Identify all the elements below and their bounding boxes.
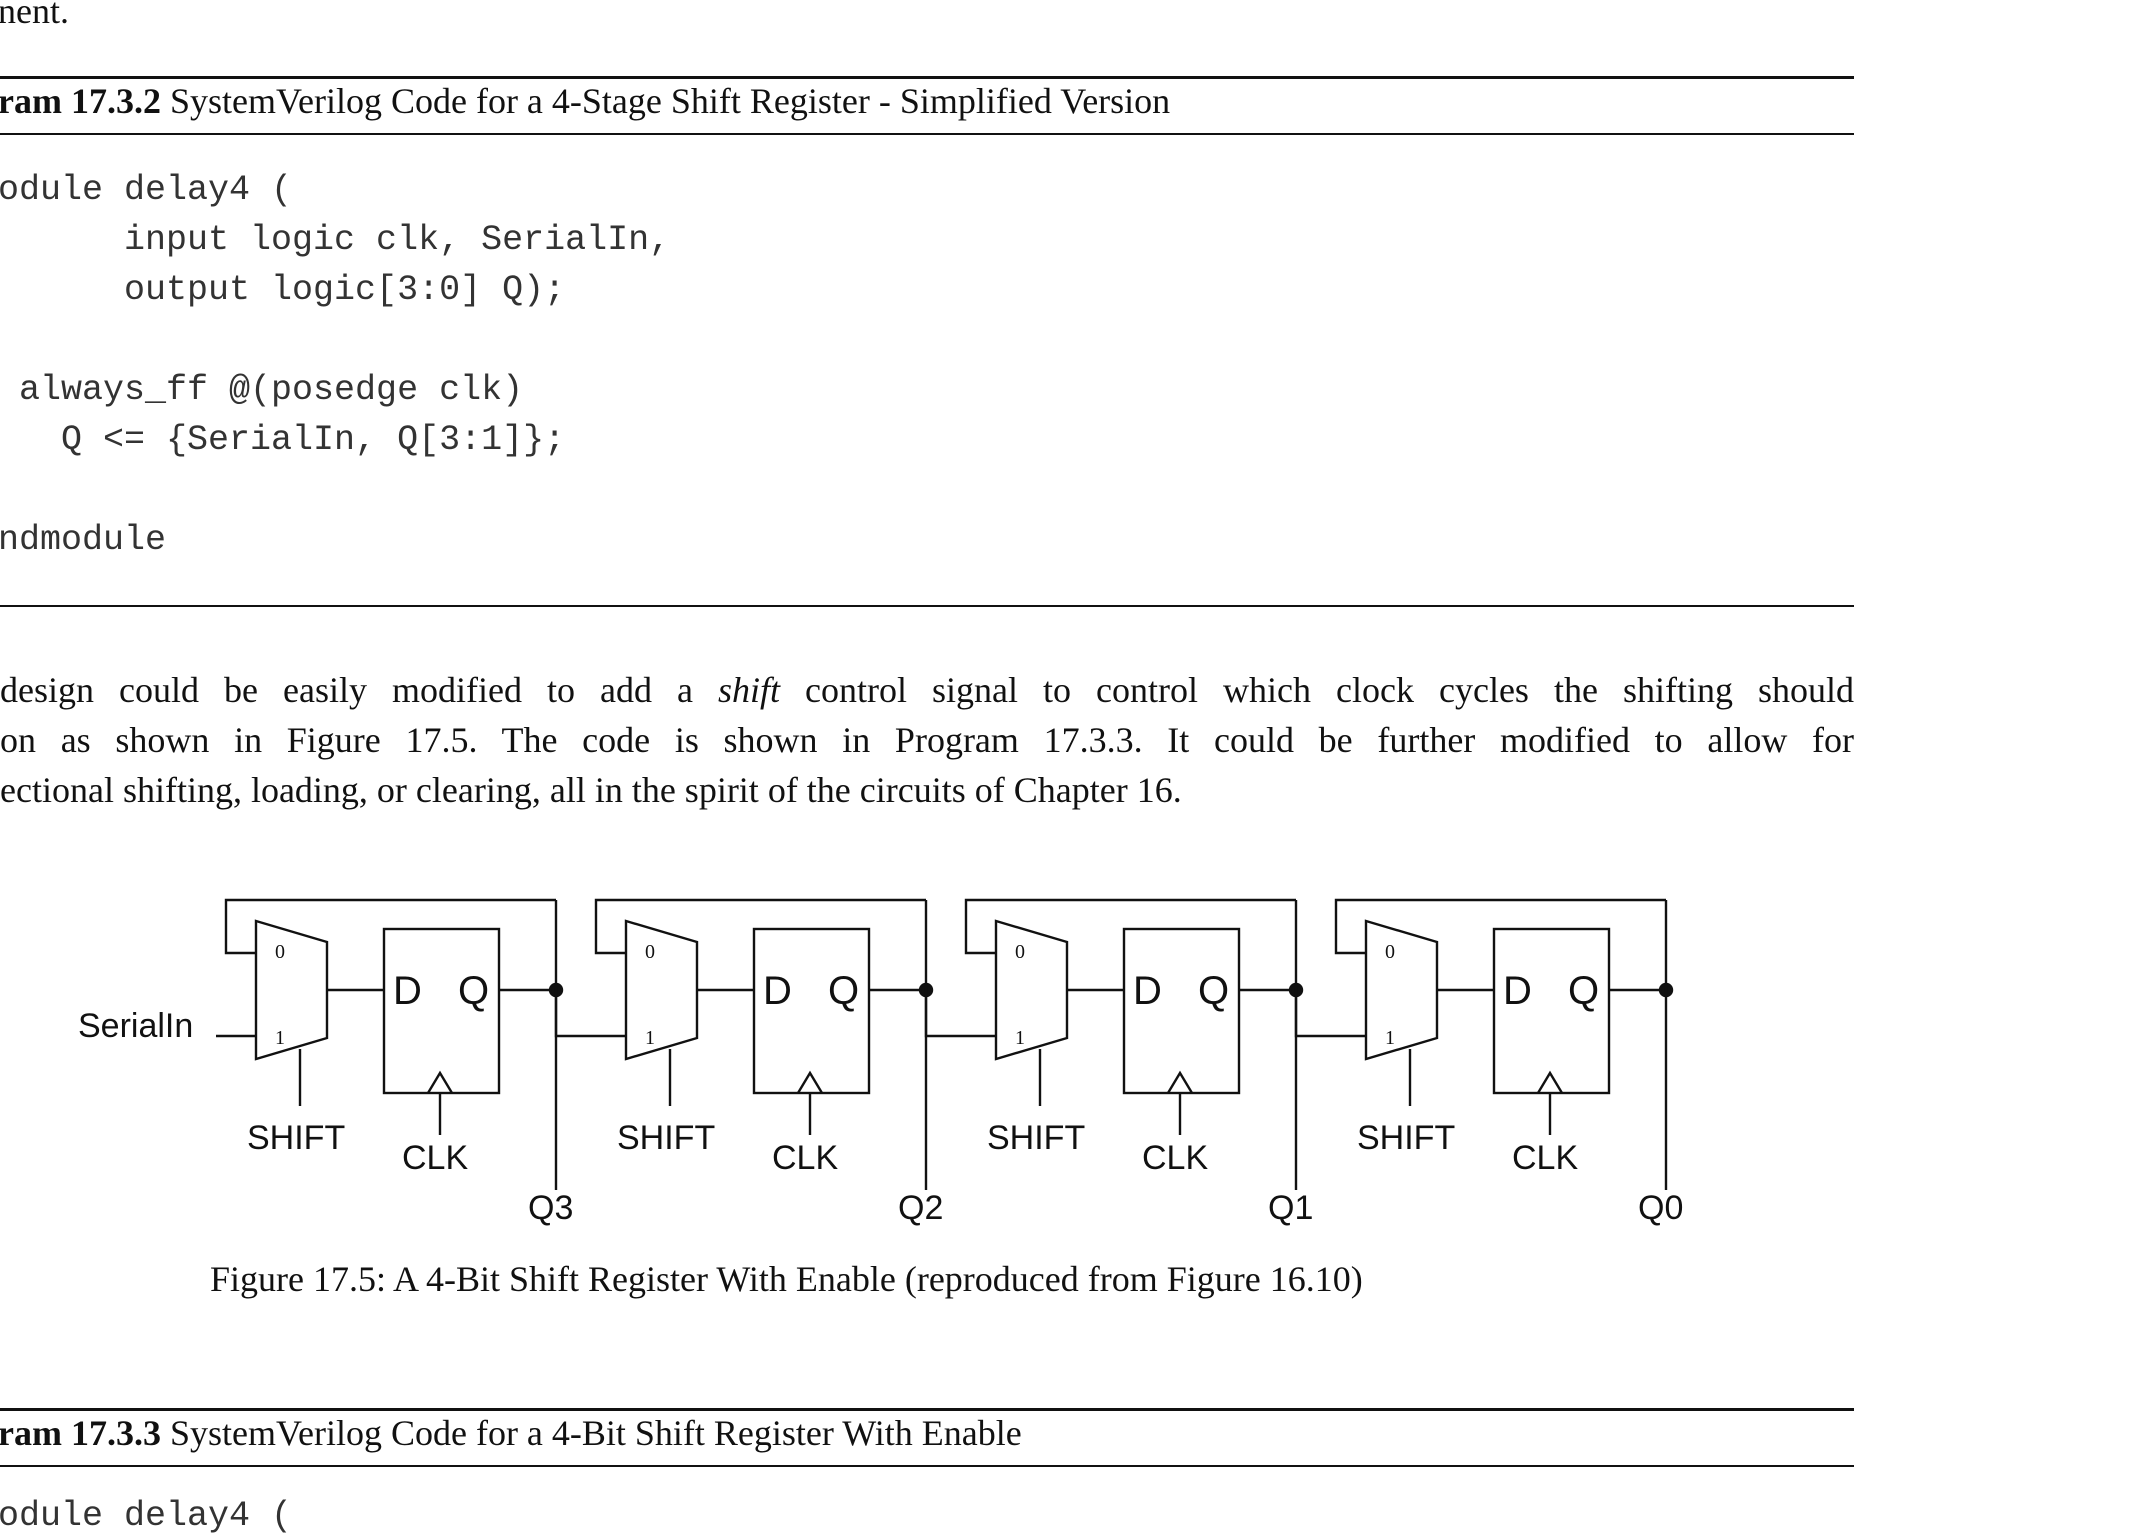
feedback-wire <box>964 898 1296 955</box>
paragraph-text: design could be easily modified to add a <box>0 670 718 710</box>
shift-label: SHIFT <box>247 1119 345 1157</box>
chain-wire <box>554 990 626 1038</box>
feedback-wire <box>594 898 926 955</box>
clock-edge-icon <box>1166 1070 1194 1094</box>
paragraph-text: control signal to control which clock cy… <box>780 670 1854 710</box>
program-label: ram 17.3.2 <box>0 81 161 121</box>
paragraph-line-1: design could be easily modified to add a… <box>0 665 1854 715</box>
clock-edge-icon <box>1536 1070 1564 1094</box>
emphasis-shift: shift <box>717 670 780 710</box>
mux-input-1-label: 1 <box>275 1027 285 1049</box>
clk-label: CLK <box>1142 1139 1208 1177</box>
mux-input-0-label: 0 <box>1385 941 1395 963</box>
code-line: input logic clk, SerialIn, <box>0 220 671 260</box>
program-b-caption-rule <box>0 1465 1854 1467</box>
mux-shape <box>994 919 1069 1061</box>
program-b-caption: ram 17.3.3 SystemVerilog Code for a 4-Bi… <box>0 1412 1022 1454</box>
feedback-wire <box>1334 898 1666 955</box>
paragraph-line-2: on as shown in Figure 17.5. The code is … <box>0 720 1854 760</box>
shift-label: SHIFT <box>1357 1119 1455 1157</box>
mux-input-0-label: 0 <box>275 941 285 963</box>
code-line: always_ff @(posedge clk) <box>0 370 524 410</box>
output-label: Q3 <box>528 1189 573 1227</box>
figure-caption: Figure 17.5: A 4-Bit Shift Register With… <box>210 1259 1363 1299</box>
flip-flop-box <box>1492 927 1611 1095</box>
mux-input-0-label: 0 <box>1015 941 1025 963</box>
flip-flop-box <box>382 927 501 1095</box>
chain-wire <box>924 990 996 1038</box>
program-b-label: ram 17.3.3 <box>0 1413 161 1453</box>
program-b-top-rule <box>0 1408 1854 1411</box>
ff-d-label: D <box>1503 969 1532 1013</box>
program-bottom-rule <box>0 605 1854 607</box>
program-b-title: SystemVerilog Code for a 4-Bit Shift Reg… <box>160 1413 1022 1453</box>
feedback-wire <box>224 898 556 955</box>
ff-q-label: Q <box>1198 969 1229 1013</box>
mux-input-1-label: 1 <box>645 1027 655 1049</box>
clk-label: CLK <box>772 1139 838 1177</box>
program-caption-rule <box>0 133 1854 135</box>
ff-d-label: D <box>763 969 792 1013</box>
program-b-code-line: odule delay4 ( <box>0 1496 293 1536</box>
clk-label: CLK <box>402 1139 468 1177</box>
ff-q-label: Q <box>458 969 489 1013</box>
program-caption: ram 17.3.2 SystemVerilog Code for a 4-St… <box>0 80 1170 122</box>
mux-shape <box>254 919 329 1061</box>
program-top-rule <box>0 76 1854 79</box>
body-paragraph: design could be easily modified to add a… <box>0 665 1854 815</box>
code-line: output logic[3:0] Q); <box>0 270 566 310</box>
ff-q-label: Q <box>828 969 859 1013</box>
clock-edge-icon <box>426 1070 454 1094</box>
flip-flop-box <box>1122 927 1241 1095</box>
code-line: odule delay4 ( <box>0 170 293 210</box>
clock-edge-icon <box>796 1070 824 1094</box>
program-title: SystemVerilog Code for a 4-Stage Shift R… <box>160 81 1171 121</box>
code-line: ndmodule <box>0 520 167 560</box>
shift-label: SHIFT <box>617 1119 715 1157</box>
ff-q-label: Q <box>1568 969 1599 1013</box>
output-label: Q2 <box>898 1189 943 1227</box>
mux-shape <box>624 919 699 1061</box>
code-line: Q <= {SerialIn, Q[3:1]}; <box>0 420 566 460</box>
mux-input-1-label: 1 <box>1015 1027 1025 1049</box>
serial-in-label: SerialIn <box>78 1007 193 1045</box>
flip-flop-box <box>752 927 871 1095</box>
output-label: Q0 <box>1638 1189 1683 1227</box>
shift-label: SHIFT <box>987 1119 1085 1157</box>
mux-shape <box>1364 919 1439 1061</box>
clk-label: CLK <box>1512 1139 1578 1177</box>
ff-d-label: D <box>393 969 422 1013</box>
chain-wire <box>1294 990 1366 1038</box>
paragraph-line-3: ectional shifting, loading, or clearing,… <box>0 770 1182 810</box>
previous-text-fragment: nent. <box>0 0 69 31</box>
mux-input-1-label: 1 <box>1385 1027 1395 1049</box>
output-label: Q1 <box>1268 1189 1313 1227</box>
ff-d-label: D <box>1133 969 1162 1013</box>
mux-input-0-label: 0 <box>645 941 655 963</box>
